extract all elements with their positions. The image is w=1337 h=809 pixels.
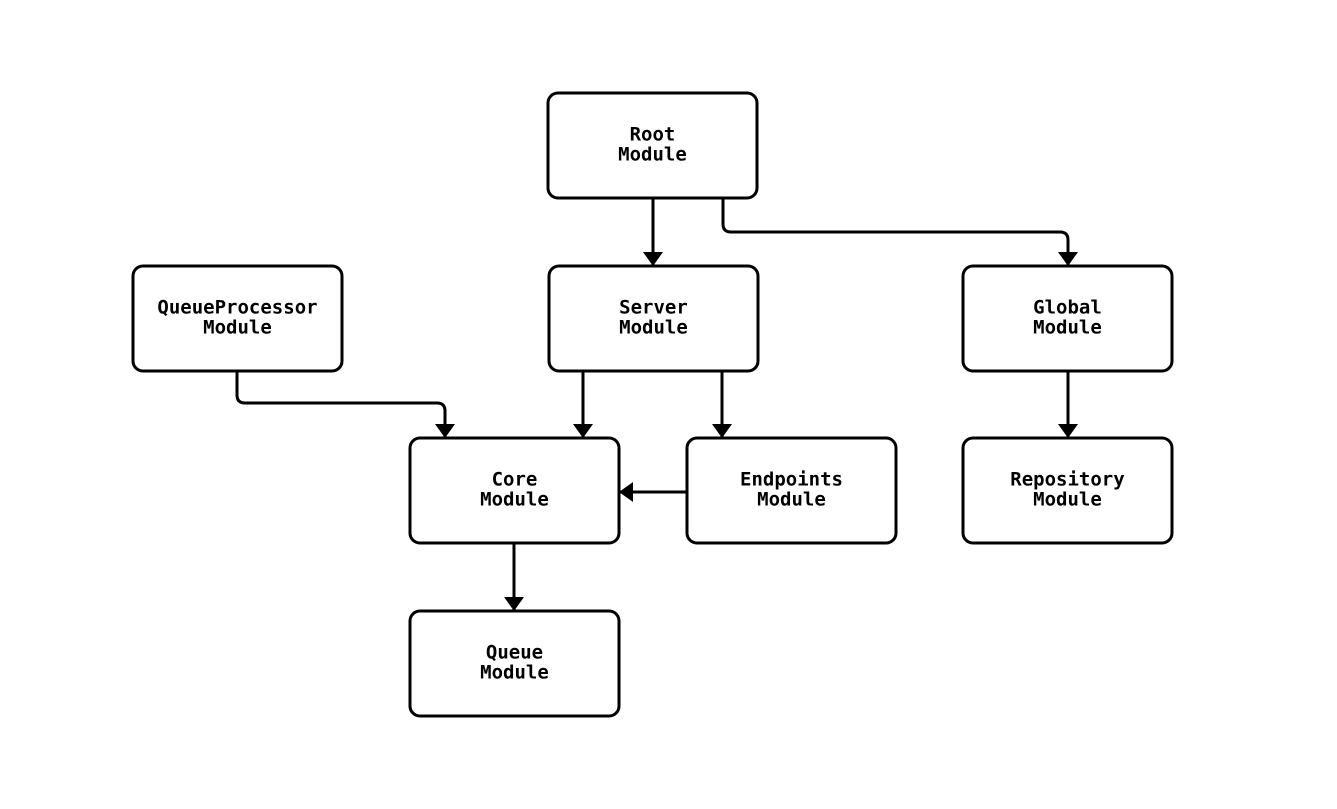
node-box-server xyxy=(547,264,760,373)
edges-layer xyxy=(235,198,1078,611)
node-box-root xyxy=(546,91,759,200)
node-box-core xyxy=(408,436,621,545)
node-box-queueprocessor xyxy=(131,264,344,373)
node-box-endpoints xyxy=(685,436,898,545)
node-box-queue xyxy=(408,609,621,718)
node-box-global xyxy=(961,264,1174,373)
edge-root-to-global xyxy=(721,198,1078,266)
edge-queueprocessor-to-core xyxy=(235,371,455,438)
node-box-repository xyxy=(961,436,1174,545)
